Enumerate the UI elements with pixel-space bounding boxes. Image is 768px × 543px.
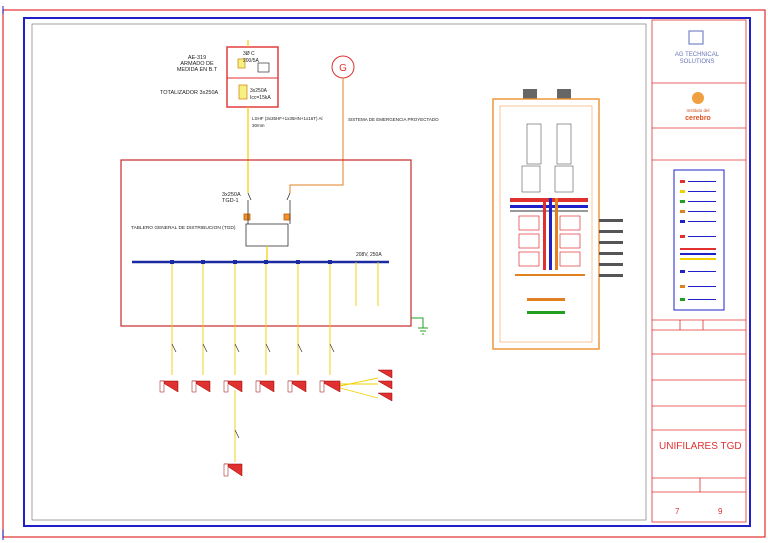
ground-icon xyxy=(418,327,428,335)
sheet-total: 9 xyxy=(718,507,723,516)
meter-cabinet-title-3: MEDIDA EN B.T xyxy=(177,67,218,73)
meter-cabinet-title-1: AE-319 xyxy=(188,55,206,61)
feeder-breakers xyxy=(171,343,335,439)
tgd-breaker-line-1: 3x250A xyxy=(222,192,241,198)
bus-rating: 208V, 250A xyxy=(356,252,382,258)
outer-blue-border xyxy=(23,17,751,527)
drawing-area-frame-red xyxy=(651,19,747,523)
legend-panel xyxy=(673,169,725,311)
client-logo-line-2: cerebro xyxy=(685,115,711,122)
drawing-area-frame xyxy=(31,23,647,521)
totalizer-label: TOTALIZADOR 3x250A xyxy=(160,90,219,96)
outer-red-border xyxy=(2,9,766,538)
generator-label: SISTEMA DE EMERGENCIA PROYECTADO xyxy=(348,117,439,122)
client-logo-icon xyxy=(692,92,704,104)
tgd-breaker-line-2: TGD-1 xyxy=(222,198,239,204)
ground-conductor xyxy=(411,317,424,328)
title-block-lines xyxy=(652,82,746,493)
totalizer-breaker-symbol xyxy=(238,84,248,100)
totalizer-breaker-line-1: 3x250A xyxy=(250,88,268,94)
cabinet-front-view xyxy=(492,89,623,350)
meter-symbol xyxy=(237,58,246,69)
meter-cabinet-title-2: ARMADO DE xyxy=(180,61,214,67)
sub-board-icons xyxy=(159,369,393,477)
meter-display xyxy=(257,62,270,73)
company-name-line-2: SOLUTIONS xyxy=(680,59,715,65)
sheet-title: UNIFILARES TGD xyxy=(659,441,742,452)
client-logo-line-1: Instituto del xyxy=(686,108,709,113)
totalizer-breaker-line-2: Icc=15kA xyxy=(250,95,271,101)
branch-feeders xyxy=(171,262,379,462)
generator-letter: G xyxy=(339,63,347,74)
meter-line-2: 200/5A xyxy=(243,58,260,64)
generator-feeder xyxy=(289,78,344,193)
meter-line-1: 3Ø C xyxy=(243,51,255,57)
company-name-line-1: AG TECHNICAL xyxy=(675,52,720,58)
sheet-number: 7 xyxy=(675,507,680,516)
transfer-switch xyxy=(243,192,291,247)
legend-rows xyxy=(680,180,716,301)
company-logo-icon xyxy=(688,30,704,45)
cable-spec-line-2: 30mm xyxy=(252,123,265,128)
feeder-markers xyxy=(170,260,332,264)
cable-spec-line-1: LSHF (3x35HF+1x35HN+1x16T) Al xyxy=(252,116,323,121)
meter-cabinet xyxy=(226,46,279,108)
tgd-board-label: TABLERO GENERAL DE DISTRIBUCION (TGD) xyxy=(131,225,236,231)
